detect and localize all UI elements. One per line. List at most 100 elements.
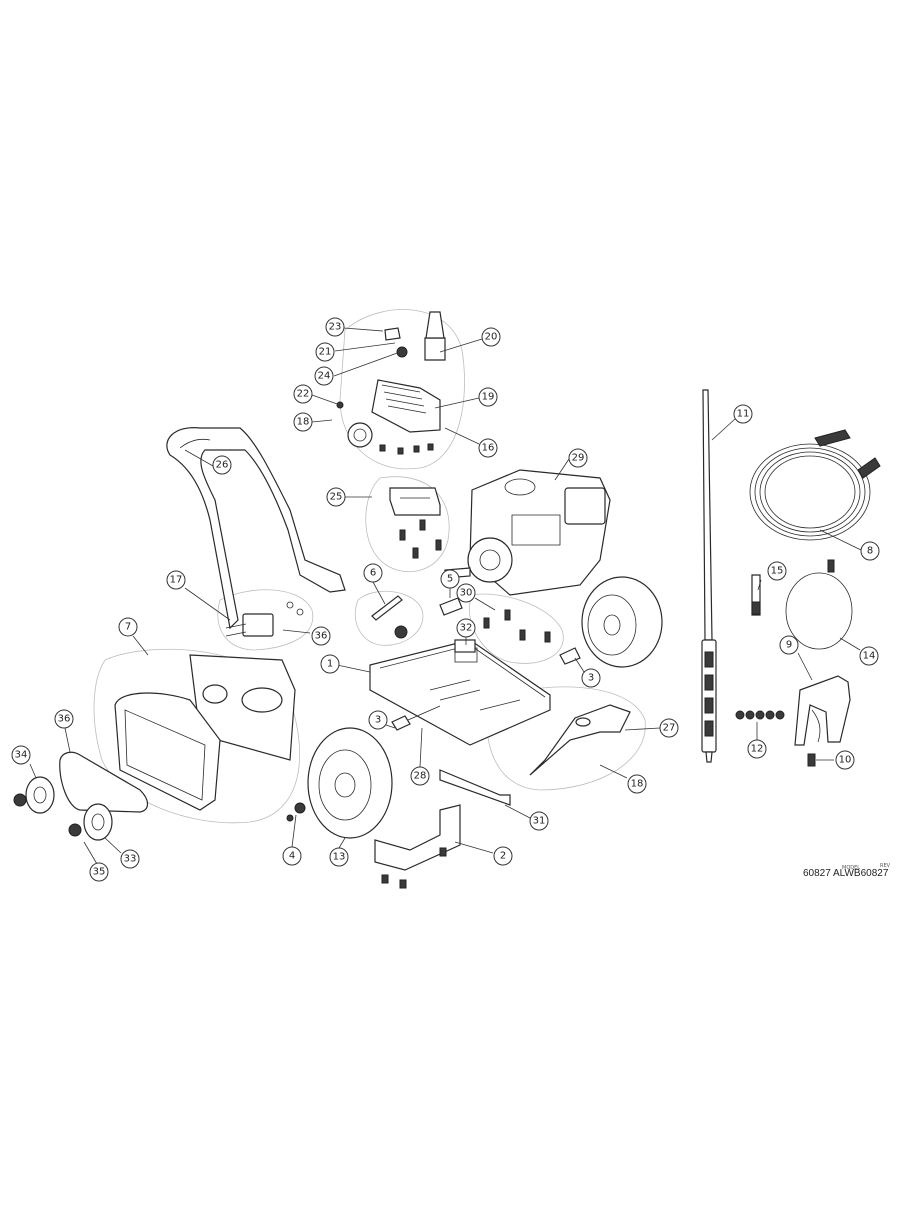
callout-35: 35 [89, 862, 109, 882]
callout-9: 9 [779, 635, 799, 655]
rod-part [371, 595, 408, 639]
callout-32: 32 [456, 618, 476, 638]
callout-number: 6 [370, 568, 376, 579]
callout-number: 17 [170, 575, 183, 586]
callout-15: 15 [767, 561, 787, 581]
callout-number: 3 [375, 715, 381, 726]
callout-number: 20 [485, 332, 498, 343]
leader-lines [29, 327, 862, 865]
callout-number: 21 [319, 347, 332, 358]
callout-14: 14 [859, 646, 879, 666]
callout-number: 11 [737, 409, 750, 420]
callout-6: 6 [363, 563, 383, 583]
callout-number: 34 [15, 750, 28, 761]
callout-10: 10 [835, 750, 855, 770]
callout-8: 8 [860, 541, 880, 561]
callout-number: 14 [863, 651, 876, 662]
pump-bracket-part [389, 487, 442, 559]
callout-22: 22 [293, 384, 313, 404]
callout-number: 29 [572, 453, 585, 464]
small-hose-part [751, 559, 853, 650]
model-number-block: MODEL REV 60827 ALWB60827 [800, 862, 900, 902]
callout-number: 28 [414, 771, 427, 782]
rev-caption: REV [880, 863, 891, 869]
callout-number: 30 [460, 588, 473, 599]
callout-number: 16 [482, 443, 495, 454]
callout-36-handle: 36 [311, 626, 331, 646]
callout-number: 2 [500, 851, 506, 862]
callout-24: 24 [314, 366, 334, 386]
wheel-left [307, 727, 393, 839]
model-caption: MODEL [842, 865, 861, 871]
callout-number: 26 [216, 460, 229, 471]
callout-21: 21 [315, 342, 335, 362]
callout-29: 29 [568, 448, 588, 468]
callout-number: 4 [289, 851, 295, 862]
callout-13: 13 [329, 847, 349, 867]
belt-guard-part [114, 654, 296, 811]
callout-11: 11 [733, 404, 753, 424]
callout-5: 5 [440, 569, 460, 589]
callout-number: 35 [93, 867, 106, 878]
callout-3-left: 3 [368, 710, 388, 730]
axle-part [391, 647, 581, 731]
callout-2: 2 [493, 846, 513, 866]
model-code: ALWB60827 [833, 868, 889, 879]
callout-number: 36 [315, 631, 328, 642]
callout-36-belt: 36 [54, 709, 74, 729]
callout-number: 23 [329, 322, 342, 333]
pump-assembly [336, 311, 446, 455]
callout-27: 27 [659, 718, 679, 738]
callout-1: 1 [320, 654, 340, 674]
wheel-right [581, 576, 663, 668]
callout-number: 18 [297, 417, 310, 428]
callout-number: 32 [460, 623, 473, 634]
callout-31: 31 [529, 811, 549, 831]
callout-number: 18 [631, 779, 644, 790]
engine-part [444, 469, 611, 596]
handle-part [166, 427, 346, 630]
callout-number: 12 [751, 744, 764, 755]
o-rings-part [735, 710, 785, 720]
callout-number: 8 [867, 546, 873, 557]
callout-number: 15 [771, 566, 784, 577]
rear-handle-part [529, 704, 631, 776]
callout-number: 33 [124, 854, 137, 865]
callout-16: 16 [478, 438, 498, 458]
callout-number: 25 [330, 492, 343, 503]
hardware-parts [286, 597, 551, 822]
callout-18-top: 18 [293, 412, 313, 432]
callout-number: 19 [482, 392, 495, 403]
nozzle-part [807, 753, 816, 767]
callout-23: 23 [325, 317, 345, 337]
handle-bracket-part [225, 601, 304, 637]
callout-number: 24 [318, 371, 331, 382]
spray-wand-part [701, 389, 717, 763]
callout-number: 31 [533, 816, 546, 827]
spray-gun-part [794, 675, 851, 746]
callout-17: 17 [166, 570, 186, 590]
callout-20: 20 [481, 327, 501, 347]
rail-part [439, 769, 511, 806]
callout-7: 7 [118, 617, 138, 637]
callout-3-right: 3 [581, 668, 601, 688]
model-number: 60827 [803, 868, 831, 879]
callout-19: 19 [478, 387, 498, 407]
belt-and-pulleys [13, 751, 149, 841]
callout-26: 26 [212, 455, 232, 475]
callout-number: 22 [297, 389, 310, 400]
callout-number: 27 [663, 723, 676, 734]
callout-30: 30 [456, 583, 476, 603]
stand-part [374, 804, 461, 889]
callout-18-bottom: 18 [627, 774, 647, 794]
callout-number: 13 [333, 852, 346, 863]
callout-28: 28 [410, 766, 430, 786]
callout-33: 33 [120, 849, 140, 869]
callout-number: 36 [58, 714, 71, 725]
callout-number: 5 [447, 574, 453, 585]
callout-number: 10 [839, 755, 852, 766]
callout-number: 1 [327, 659, 333, 670]
callout-25: 25 [326, 487, 346, 507]
callout-number: 7 [125, 622, 131, 633]
